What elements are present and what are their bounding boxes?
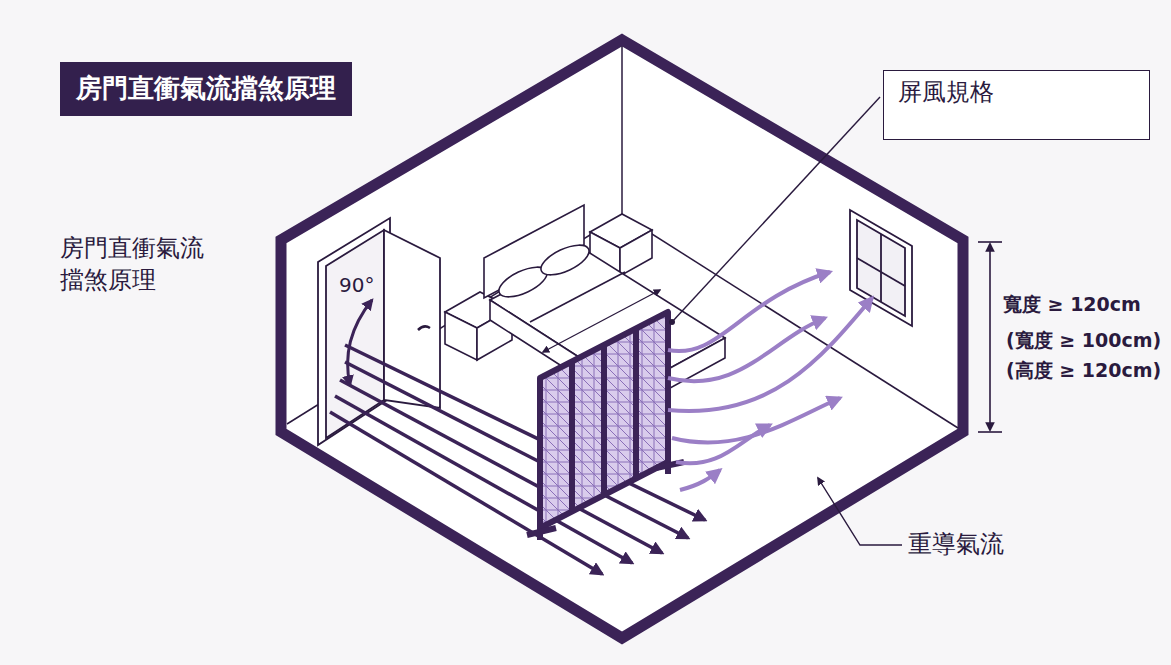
redirected-airflow — [668, 272, 872, 490]
title-banner: 房門直衝氣流擋煞原理 — [60, 62, 352, 116]
dimension-label: (寬度 ≥ 100cm) — [1006, 328, 1161, 353]
airflow-label: 重導氣流 — [908, 528, 1004, 560]
window — [850, 210, 912, 326]
side-heading: 房門直衝氣流 擋煞原理 — [60, 232, 235, 297]
leader-line — [672, 97, 880, 322]
leader-dot — [669, 319, 675, 325]
angle-label: 90° — [339, 272, 374, 299]
leader-line — [818, 478, 902, 545]
dimension-label: 寬度 ≥ 120cm — [1003, 292, 1141, 317]
callout-box: 屏風規格 — [883, 70, 1150, 140]
height-dimension — [978, 242, 1002, 432]
room-outline — [281, 40, 963, 638]
callout-text: 屏風規格 — [884, 71, 1149, 108]
dimension-label: (高度 ≥ 120cm) — [1006, 358, 1161, 383]
folding-screen — [527, 312, 684, 540]
door — [318, 218, 440, 445]
